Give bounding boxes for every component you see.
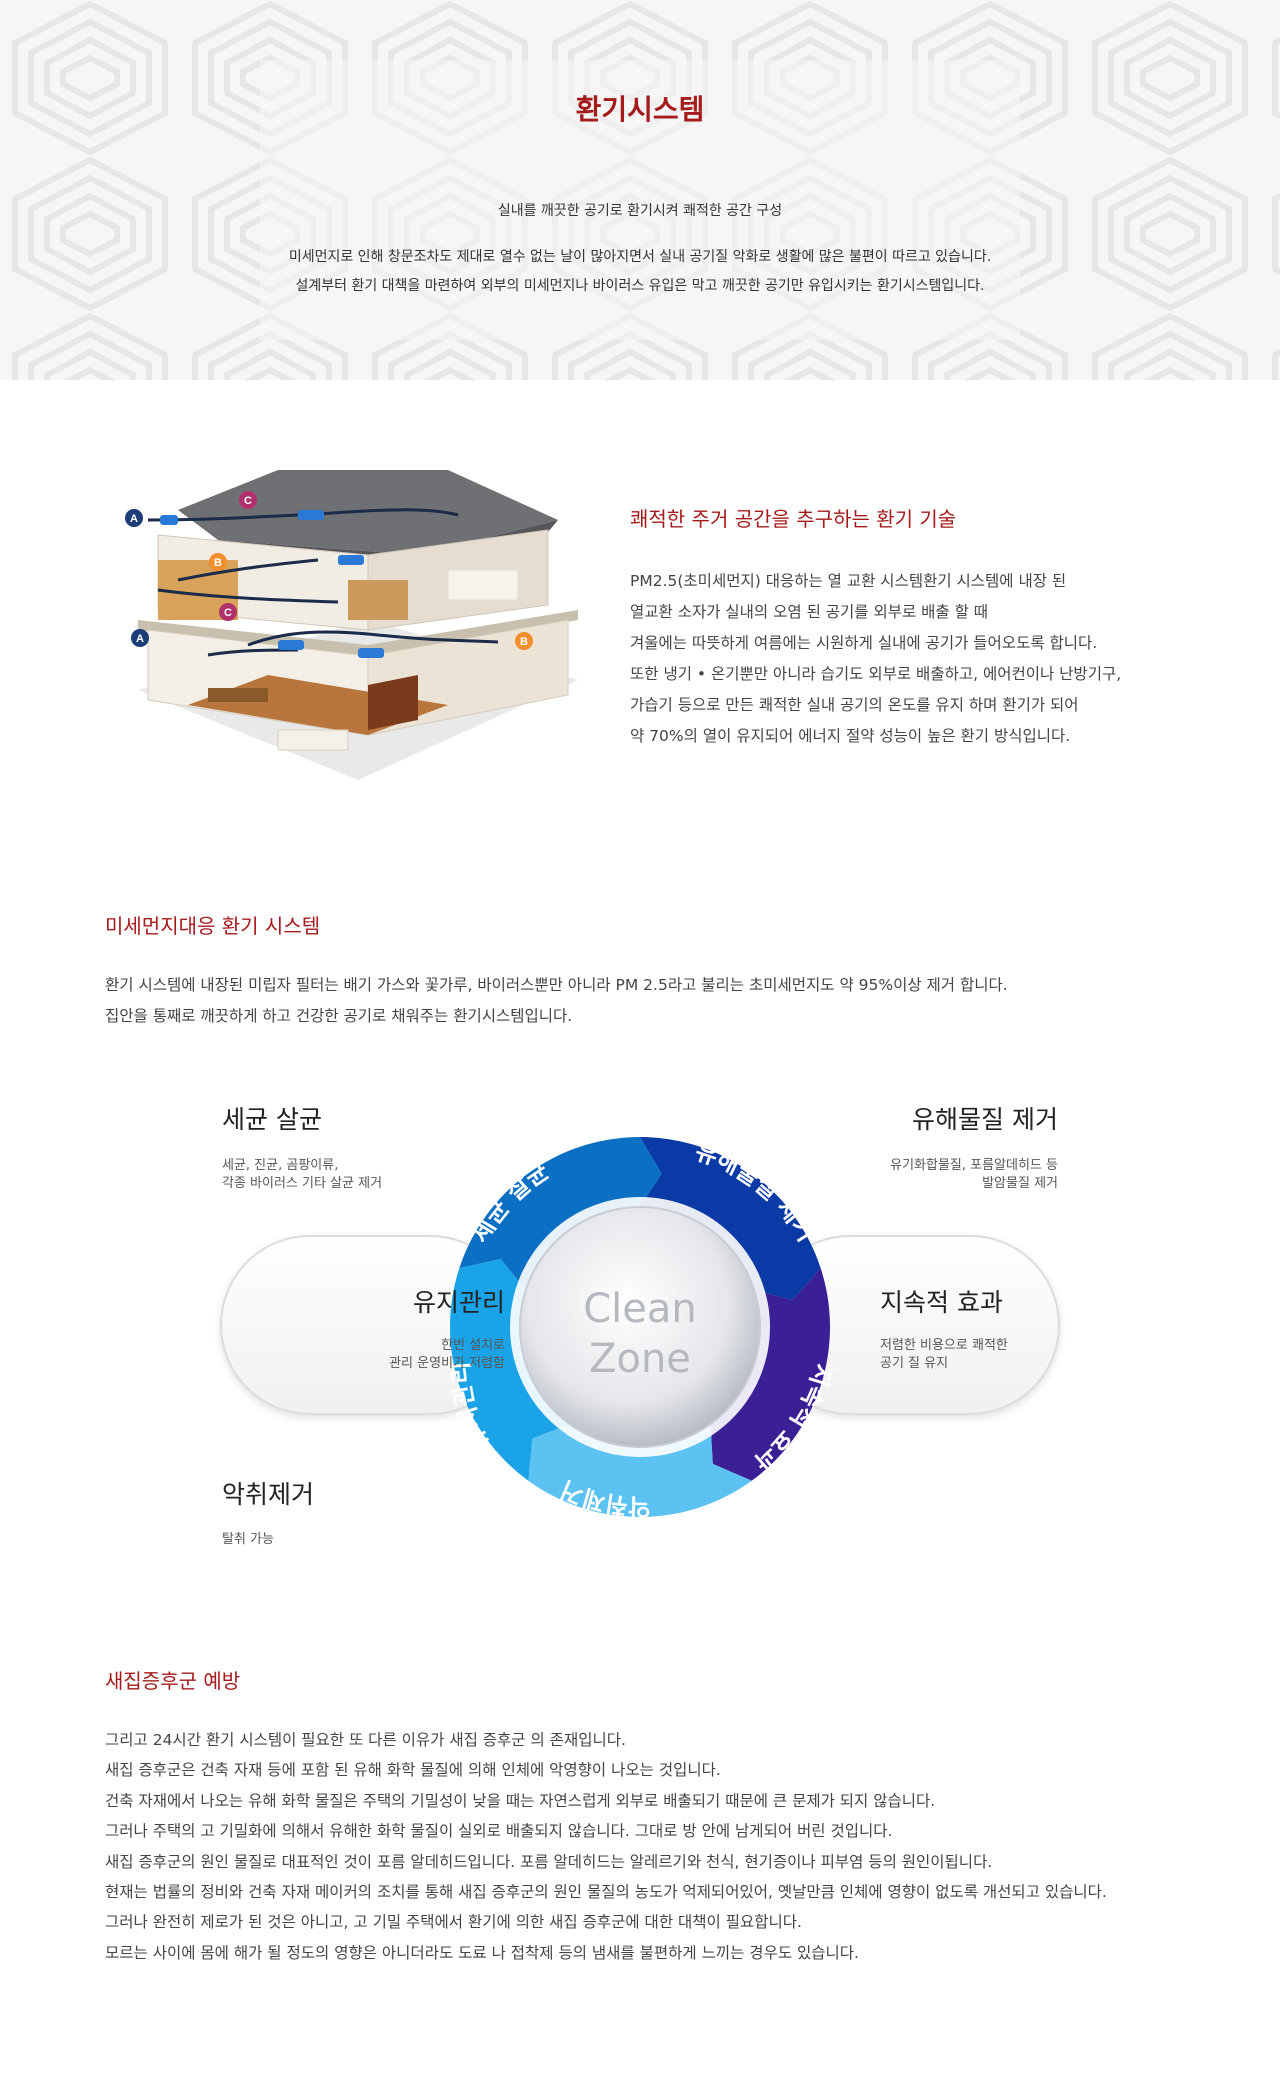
body-line: 그러나 완전히 제로가 된 것은 아니고, 고 기밀 주택에서 환기에 의한 새… [105, 1913, 802, 1932]
marker-a: A [136, 633, 144, 645]
body-line: 가습기 등으로 만든 쾌적한 실내 공기의 온도를 유지 하며 환기가 되어 [630, 696, 1079, 714]
feature-sterilize-title: 세균 살균 [222, 1105, 322, 1134]
marker-b: B [520, 636, 528, 648]
feature-desc-line: 발암물질 제거 [982, 1176, 1058, 1191]
feature-desc-line: 탈취 가능 [222, 1532, 274, 1547]
ring-segment-harmful [640, 1137, 821, 1301]
section1-heading: 쾌적한 주거 공간을 추구하는 환기 기술 [630, 507, 957, 531]
feature-maintenance-title: 유지관리 [412, 1288, 505, 1317]
body-line: 겨울에는 따뜻하게 여름에는 시원하게 실내에 공기가 들어오도록 합니다. [630, 634, 1098, 652]
feature-harmful-desc: 유기화합물질, 포름알데히드 등 발암물질 제거 [890, 1157, 1058, 1193]
marker-c: C [244, 495, 252, 507]
feature-desc-line: 관리 운영비가 저렴함 [389, 1356, 505, 1371]
ring-segment-sterilize [459, 1137, 662, 1290]
feature-lasting-title: 지속적 효과 [880, 1288, 1003, 1317]
ring-segment-odor [528, 1424, 752, 1517]
center-clean-text: Clean [583, 1286, 697, 1332]
clean-zone-diagram: Clean Zone 세균 살균 유해물질 제거 지속적 효과 악취제거 유지관… [210, 1085, 1070, 1565]
section3-body: 그리고 24시간 환기 시스템이 필요한 또 다른 이유가 새집 증후군 의 존… [105, 1725, 1265, 1968]
section1-body: PM2.5(초미세먼지) 대응하는 열 교환 시스템환기 시스템에 내장 된 열… [630, 566, 1230, 752]
page-description: 미세먼지로 인해 창문조차도 제대로 열수 없는 날이 많아지면서 실내 공기질… [0, 243, 1280, 301]
body-line: 건축 자재에서 나오는 유해 화학 물질은 주택의 기밀성이 낮을 때는 자연스… [105, 1791, 936, 1810]
description-line: 설계부터 환기 대책을 마련하여 외부의 미세먼지나 바이러스 유입은 막고 깨… [295, 278, 985, 294]
body-line: 그리고 24시간 환기 시스템이 필요한 또 다른 이유가 새집 증후군 의 존… [105, 1731, 626, 1749]
ring-segment-lasting [710, 1268, 830, 1481]
feature-lasting-desc: 저렴한 비용으로 쾌적한 공기 질 유지 [880, 1337, 1008, 1373]
marker-c: C [224, 607, 232, 619]
body-line: 약 70%의 열이 유지되어 에너지 절약 성능이 높은 환기 방식입니다. [630, 727, 1071, 745]
clean-zone-ring: Clean Zone 세균 살균 유해물질 제거 지속적 효과 악취제거 유지관… [447, 1137, 837, 1521]
body-line: 그러나 주택의 고 기밀화에 의해서 유해한 화학 물질이 실외로 배출되지 않… [105, 1822, 893, 1841]
feature-desc-line: 공기 질 유지 [880, 1356, 949, 1371]
section2-heading: 미세먼지대응 환기 시스템 [105, 914, 321, 938]
body-line: 또한 냉기 • 온기뿐만 아니라 습기도 외부로 배출하고, 에어컨이나 난방기… [630, 665, 1122, 683]
body-line: 모르는 사이에 몸에 해가 될 정도의 영향은 아니더라도 도료 나 접착제 등… [105, 1943, 859, 1962]
body-line: 새집 증후군의 원인 물질로 대표적인 것이 포름 알데히드입니다. 포름 알데… [105, 1852, 993, 1871]
feature-harmful-title: 유해물질 제거 [912, 1105, 1058, 1134]
section3-heading: 새집증후군 예방 [105, 1669, 241, 1693]
body-line: 현재는 법률의 정비와 건축 자재 메이커의 조치를 통해 새집 증후군의 원인… [105, 1883, 1107, 1902]
feature-desc-line: 세균, 진균, 곰팡이류, [222, 1158, 339, 1173]
feature-odor-title: 악취제거 [222, 1480, 315, 1509]
body-line: PM2.5(초미세먼지) 대응하는 열 교환 시스템환기 시스템에 내장 된 [630, 572, 1067, 590]
page-subtitle: 실내를 깨끗한 공기로 환기시켜 쾌적한 공간 구성 [497, 203, 783, 219]
ring-segment-maintenance [450, 1259, 570, 1481]
feature-desc-line: 저렴한 비용으로 쾌적한 [880, 1338, 1008, 1353]
page-header: 환기시스템 실내를 깨끗한 공기로 환기시켜 쾌적한 공간 구성 미세먼지로 인… [0, 0, 1280, 380]
description-line: 미세먼지로 인해 창문조차도 제대로 열수 없는 날이 많아지면서 실내 공기질… [288, 249, 992, 265]
feature-odor-desc: 탈취 가능 [222, 1531, 274, 1549]
marker-b: B [214, 557, 222, 569]
house-ventilation-illustration: A B C A C B [125, 470, 578, 780]
feature-desc-line: 각종 바이러스 기타 살균 제거 [222, 1176, 383, 1191]
feature-maintenance-desc: 한번 설치로 관리 운영비가 저렴함 [389, 1337, 505, 1373]
marker-a: A [130, 513, 138, 525]
feature-desc-line: 유기화합물질, 포름알데히드 등 [890, 1158, 1058, 1173]
body-line: 새집 증후군은 건축 자재 등에 포함 된 유해 화학 물질에 의해 인체에 악… [105, 1761, 721, 1780]
feature-sterilize-desc: 세균, 진균, 곰팡이류, 각종 바이러스 기타 살균 제거 [222, 1157, 382, 1193]
hexagon-pattern-background [0, 0, 1280, 380]
page-title: 환기시스템 [575, 93, 705, 126]
body-line: 열교환 소자가 실내의 오염 된 공기를 외부로 배출 할 때 [630, 603, 989, 621]
body-line: 집안을 통째로 깨끗하게 하고 건강한 공기로 채워주는 환기시스템입니다. [105, 1007, 573, 1025]
body-line: 환기 시스템에 내장된 미립자 필터는 배기 가스와 꽃가루, 바이러스뿐만 아… [105, 976, 1008, 994]
center-zone-text: Zone [589, 1336, 691, 1382]
section2-body: 환기 시스템에 내장된 미립자 필터는 배기 가스와 꽃가루, 바이러스뿐만 아… [105, 970, 1205, 1032]
feature-desc-line: 한번 설치로 [441, 1338, 505, 1353]
